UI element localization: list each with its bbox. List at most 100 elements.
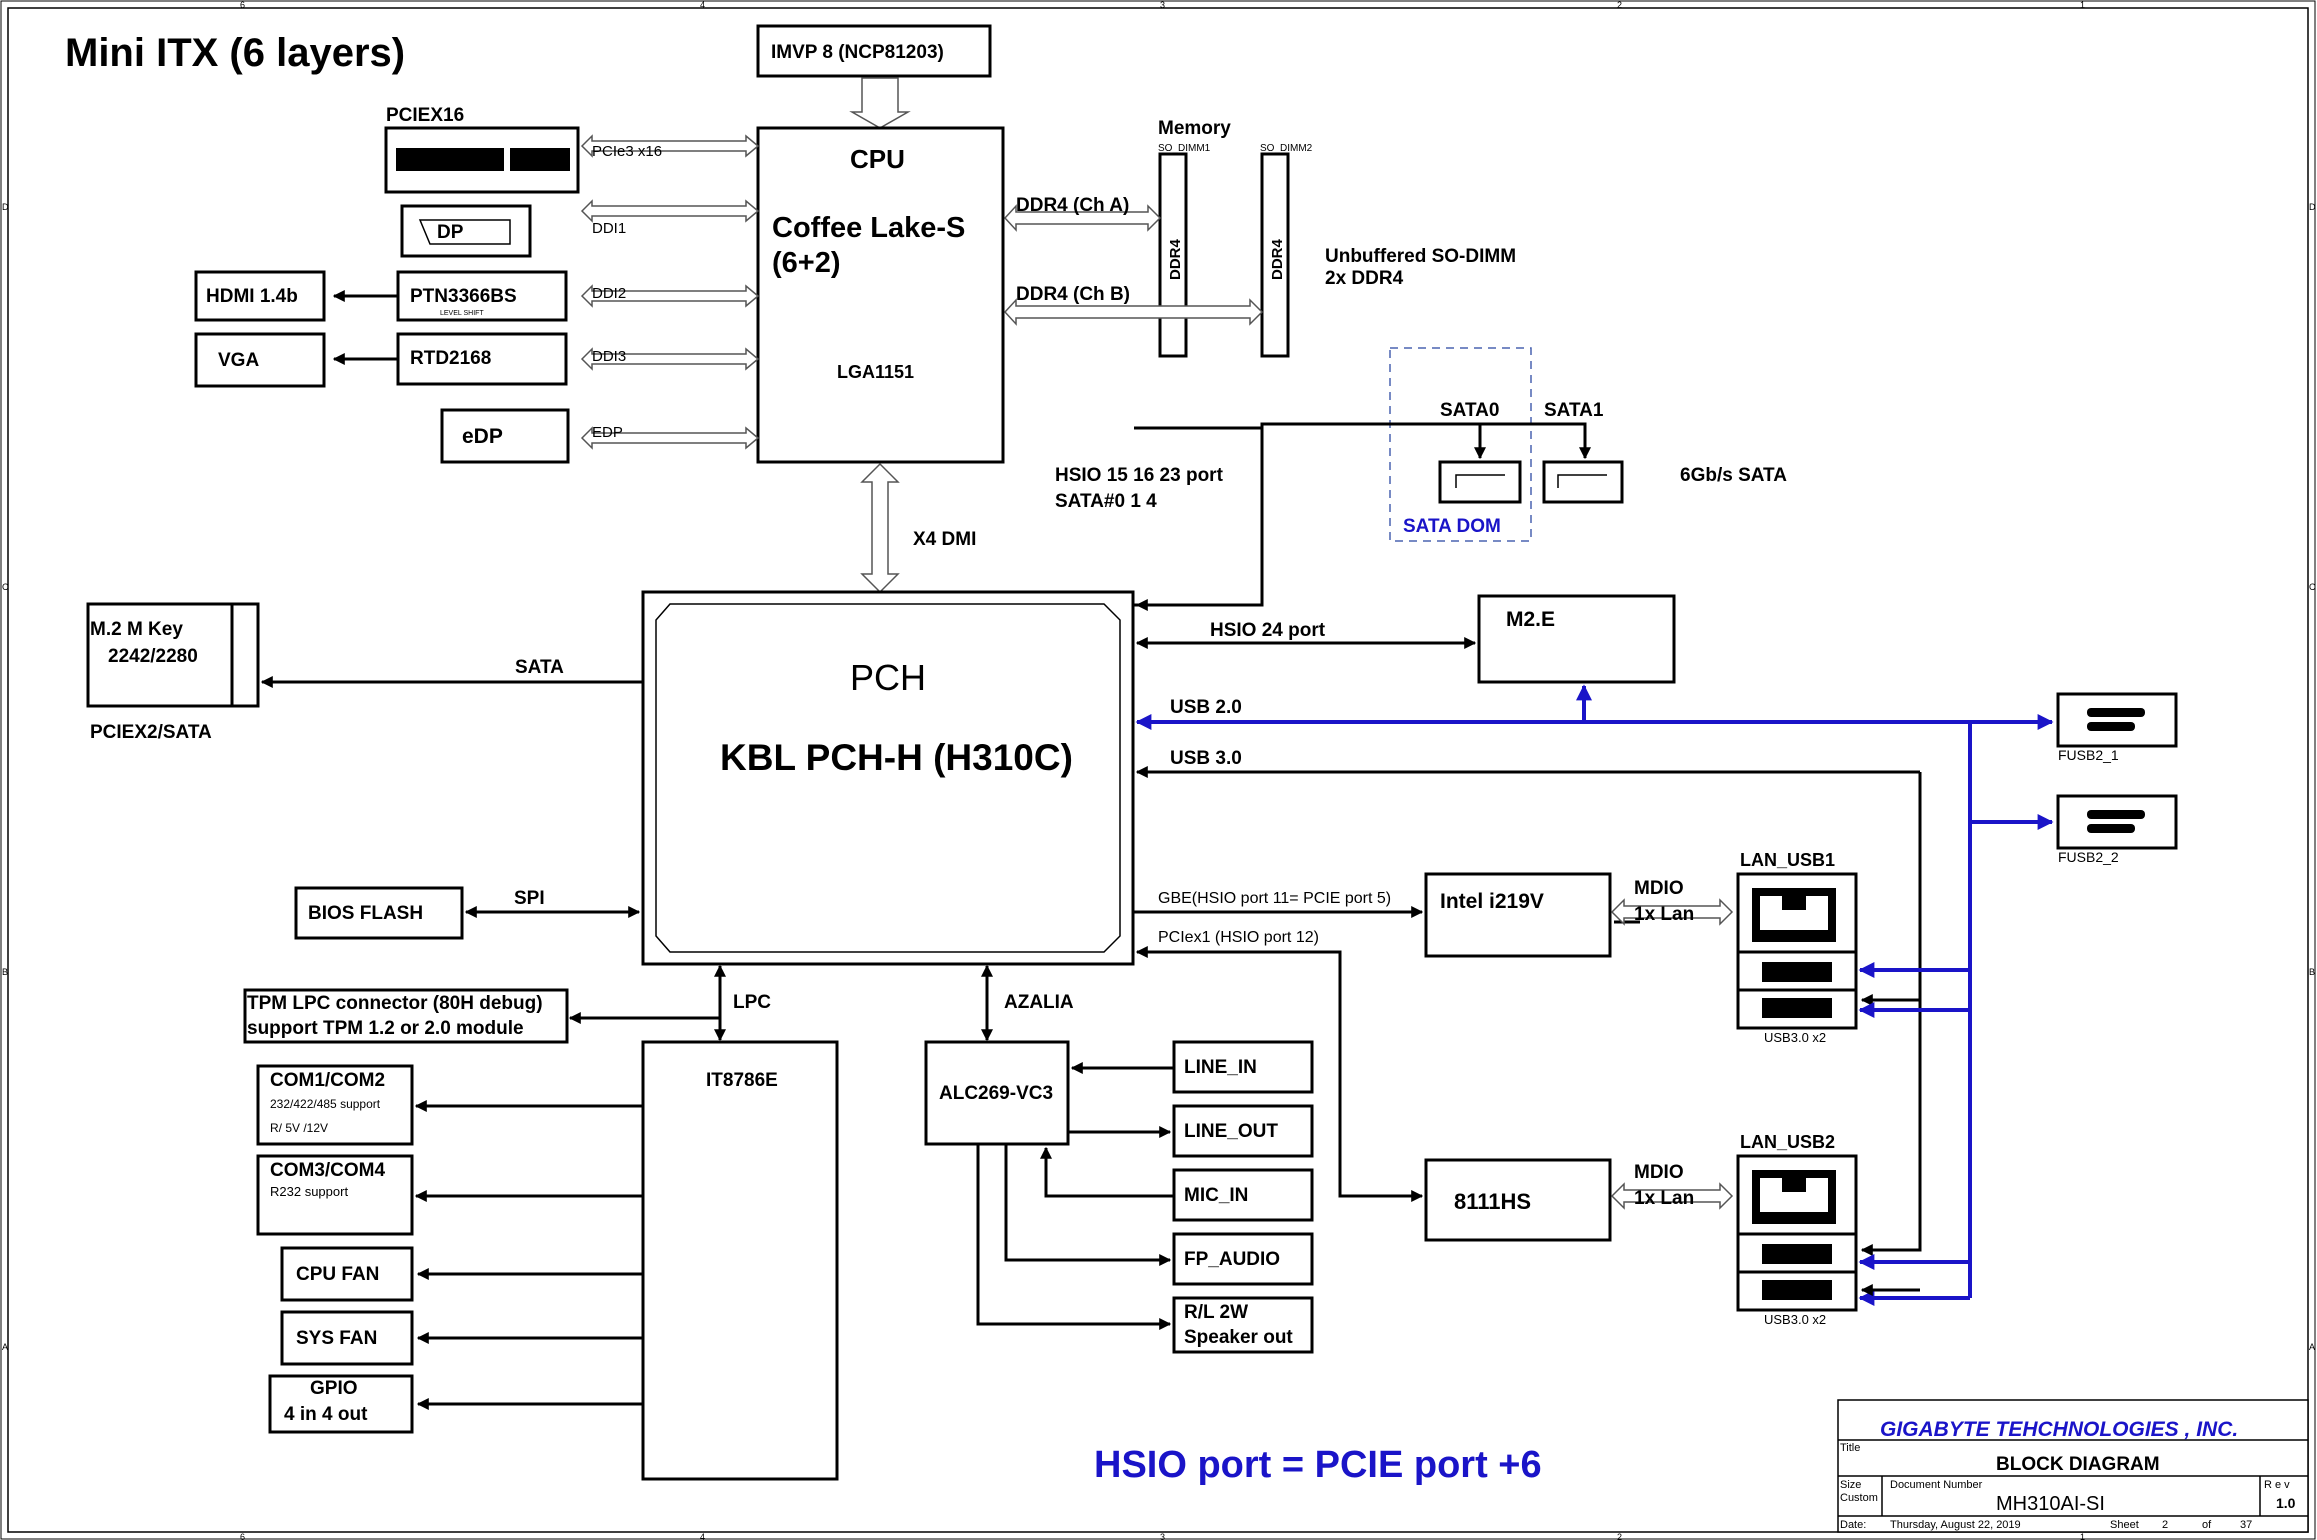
imvp-block bbox=[756, 24, 992, 78]
edp-bus bbox=[580, 426, 760, 450]
sys-fan-block bbox=[280, 1310, 414, 1366]
com34-label: COM3/COM4 bbox=[270, 1160, 386, 1181]
superio-label: IT8786E bbox=[706, 1070, 778, 1091]
col-label: 1 bbox=[2080, 1532, 2085, 1540]
dp-block bbox=[400, 204, 532, 258]
mdio2-label: MDIO bbox=[1634, 1162, 1684, 1183]
sata1-key bbox=[1557, 474, 1607, 488]
ddi1-bus bbox=[580, 199, 760, 223]
usb3-port-icon bbox=[1762, 1280, 1832, 1300]
mic-in-label: MIC_IN bbox=[1184, 1185, 1248, 1206]
date-field-label: Date: bbox=[1840, 1519, 1866, 1531]
col-label: 1 bbox=[2080, 0, 2085, 10]
ptn-sub: LEVEL SHIFT bbox=[440, 310, 484, 317]
dp-connector-icon bbox=[418, 219, 511, 245]
doc-number: MH310AI-SI bbox=[1996, 1493, 2105, 1515]
usb3-port-icon bbox=[1762, 998, 1832, 1018]
m2-mkey-sub: PCIEX2/SATA bbox=[90, 722, 212, 743]
ddi2-label: DDI2 bbox=[592, 285, 626, 302]
col-label: 6 bbox=[240, 0, 245, 10]
m2-mkey-label: M.2 M Key bbox=[90, 619, 183, 640]
rj45-icon-cutout bbox=[1760, 1178, 1828, 1212]
rev-field-label: R e v bbox=[2264, 1479, 2290, 1491]
sata1-connector bbox=[1542, 460, 1624, 504]
vga-block bbox=[194, 332, 326, 388]
col-label: 2 bbox=[1617, 1532, 1622, 1540]
dmi-label: X4 DMI bbox=[913, 529, 976, 550]
line-out-label: LINE_OUT bbox=[1184, 1121, 1278, 1142]
memory-label: Memory bbox=[1158, 118, 1231, 139]
cpu-block bbox=[756, 126, 1005, 464]
sata-dom-label: SATA DOM bbox=[1403, 516, 1501, 537]
rtl8111-label: 8111HS bbox=[1454, 1189, 1531, 1214]
dimm-note: Unbuffered SO-DIMM bbox=[1325, 246, 1516, 267]
sheet-field-label: Sheet bbox=[2110, 1519, 2139, 1531]
page-title: Mini ITX (6 layers) bbox=[65, 31, 405, 75]
sata0-key bbox=[1455, 474, 1505, 488]
pch-title: PCH bbox=[850, 657, 926, 698]
com34-block bbox=[256, 1154, 414, 1236]
lan-usb1-label: LAN_USB1 bbox=[1740, 850, 1835, 870]
mic-in-wire bbox=[1040, 1146, 1174, 1198]
m2e-block bbox=[1477, 594, 1676, 684]
sys-fan-label: SYS FAN bbox=[296, 1328, 377, 1349]
hdmi-block bbox=[194, 270, 326, 322]
title-block: GIGABYTE TEHCHNOLOGIES , INC. Title BLOC… bbox=[1837, 1399, 2309, 1533]
ptn-label: PTN3366BS bbox=[410, 286, 517, 307]
speaker-block bbox=[1172, 1296, 1314, 1354]
codec-block bbox=[924, 1040, 1070, 1146]
col-label: 3 bbox=[1160, 1532, 1165, 1540]
lan1-count: 1x Lan bbox=[1634, 904, 1694, 925]
sata-link-label: SATA bbox=[515, 657, 564, 678]
so-dimm1-label: SO_DIMM1 bbox=[1158, 143, 1211, 154]
ddr-b-label: DDR4 (Ch B) bbox=[1016, 284, 1130, 305]
cpu-fan-block bbox=[280, 1246, 414, 1302]
title-field-label: Title bbox=[1840, 1442, 1860, 1454]
pcie3-label: PCIe3 x16 bbox=[592, 143, 662, 160]
lan-usb2-usb3: USB3.0 x2 bbox=[1764, 1312, 1826, 1327]
doc-field-label: Document Number bbox=[1890, 1479, 1983, 1491]
pciex1-label: PCIex1 (HSIO port 12) bbox=[1158, 929, 1319, 946]
rev-value: 1.0 bbox=[2276, 1495, 2296, 1511]
diagram-title: BLOCK DIAGRAM bbox=[1996, 1454, 2160, 1475]
col-label: 3 bbox=[1160, 0, 1165, 10]
pch-block bbox=[641, 590, 1135, 966]
vga-label: VGA bbox=[218, 350, 259, 371]
com12-block bbox=[256, 1064, 414, 1146]
fusb1-label: FUSB2_1 bbox=[2058, 747, 2119, 763]
pciex16-pins bbox=[510, 148, 570, 171]
row-label: C bbox=[2, 582, 9, 592]
azalia-label: AZALIA bbox=[1004, 992, 1074, 1013]
rj45-icon-cutout bbox=[1760, 896, 1828, 930]
ddi3-label: DDI3 bbox=[592, 348, 626, 365]
usb3-port-icon bbox=[1762, 1244, 1832, 1264]
col-label: 4 bbox=[700, 1532, 705, 1540]
col-label: 2 bbox=[1617, 0, 1622, 10]
row-label: A bbox=[2309, 1342, 2315, 1352]
row-label: D bbox=[2, 202, 9, 212]
sheet-total: 37 bbox=[2240, 1519, 2252, 1531]
com12-sub-2: R/ 5V /12V bbox=[270, 1121, 328, 1135]
hsio-sata-label: HSIO 15 16 23 port bbox=[1055, 465, 1224, 486]
superio-block bbox=[641, 1040, 839, 1481]
pch-die-outline bbox=[655, 603, 1121, 953]
lpc-label: LPC bbox=[733, 992, 771, 1013]
sata0-connector bbox=[1438, 460, 1522, 504]
fusb2-label: FUSB2_2 bbox=[2058, 849, 2119, 865]
hsio-sata-label-2: SATA#0 1 4 bbox=[1055, 491, 1157, 512]
edp-label: eDP bbox=[462, 425, 503, 448]
tpm-block bbox=[243, 988, 569, 1044]
fp-audio-wire bbox=[1004, 1144, 1172, 1266]
tpm-label-2: support TPM 1.2 or 2.0 module bbox=[247, 1018, 524, 1039]
gpio-label: GPIO bbox=[310, 1378, 358, 1399]
hsio24-label: HSIO 24 port bbox=[1210, 620, 1326, 641]
pciex16-pins bbox=[396, 148, 504, 171]
cpu-socket: LGA1151 bbox=[837, 362, 914, 382]
speaker-label: R/L 2W bbox=[1184, 1302, 1248, 1323]
fusb2-header bbox=[2056, 794, 2178, 850]
ddi1-label: DDI1 bbox=[592, 220, 626, 237]
imvp-cpu-arrow bbox=[849, 77, 911, 129]
fusb1-header bbox=[2056, 692, 2178, 748]
ddi2-bus bbox=[580, 284, 760, 308]
m2-mkey-block bbox=[86, 602, 260, 708]
